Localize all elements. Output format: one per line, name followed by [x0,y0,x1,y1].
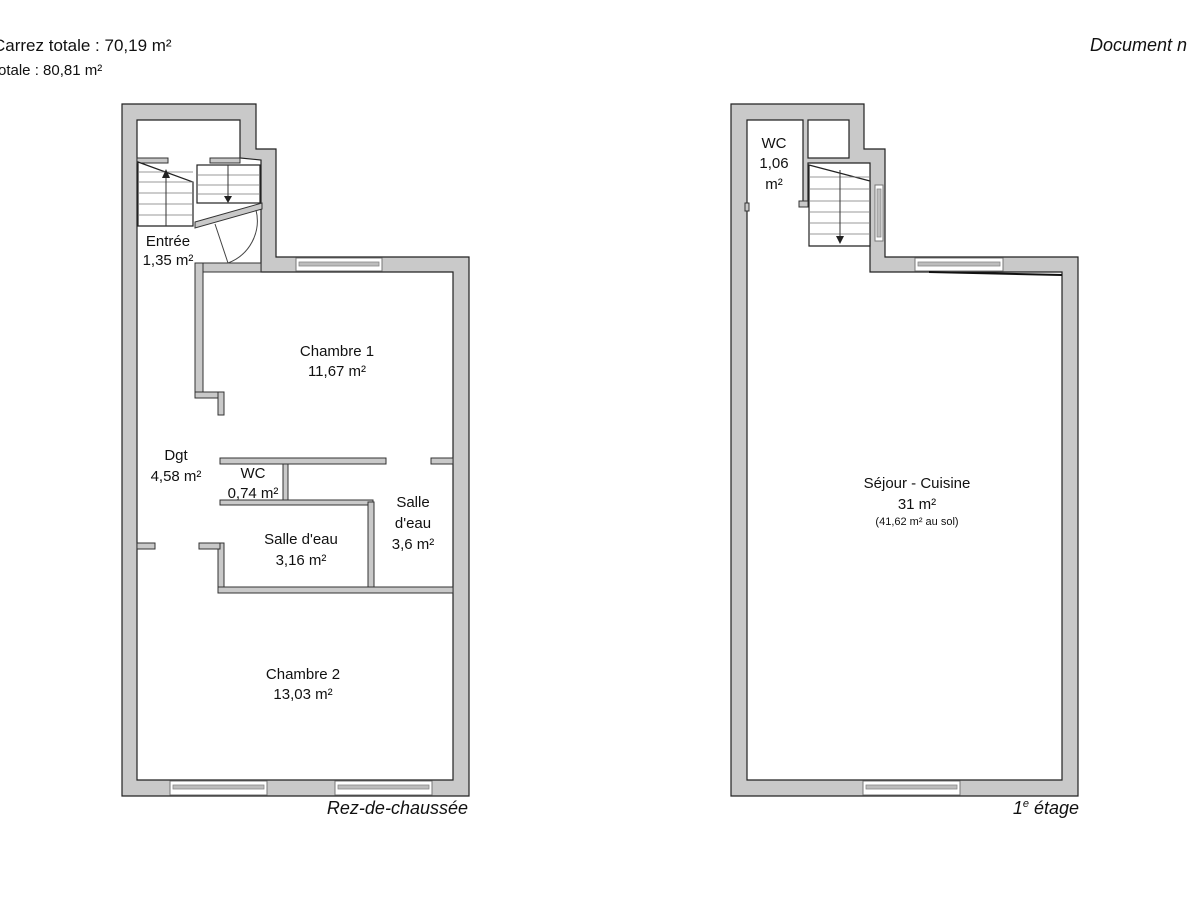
room-area: 0,74 m² [228,485,279,502]
document-note: Document n [1090,35,1187,55]
door-swing-icon [214,209,258,264]
room-area: 4,58 m² [151,468,202,485]
room-area: 13,03 m² [273,686,332,703]
railing [928,271,1063,276]
window-icon [169,257,433,796]
room-name: Chambre 1 [300,343,374,360]
room-area: 31 m² [898,496,936,513]
room-name: Entrée [146,233,190,250]
room-area: 3,16 m² [276,552,327,569]
first-floor-plan: WC 1,06 m² Séjour - Cuisine 31 m² (41,62… [730,103,1079,818]
room-name: Chambre 2 [266,666,340,683]
interior-wall [198,542,221,550]
interior-wall [136,542,156,550]
interior-wall [217,586,454,594]
closet [807,119,850,159]
interior-wall [282,463,289,503]
floor-label-num: 1 [1013,798,1023,818]
room-name: Salle d'eau [264,531,338,548]
carrez-total: Carrez totale : 70,19 m² [0,36,172,55]
wall-stub [744,202,750,212]
wall-stub [136,157,169,164]
ground-floor-plan: Entrée 1,35 m² Chambre 1 11,67 m² Dgt 4,… [121,103,470,818]
floor-label-sup: e [1023,798,1029,810]
room-name: Salle [396,494,429,511]
room-name: Dgt [164,447,188,464]
interior-wall [217,542,225,590]
interior-wall [194,262,204,396]
floor-area [746,119,1063,781]
interior-wall [367,501,375,590]
floor-label: Rez-de-chaussée [327,798,468,818]
room-area-unit: m² [765,176,783,193]
room-area: 11,67 m² [308,363,366,380]
room-name: Séjour - Cuisine [864,475,971,492]
wall-stub [209,157,241,164]
stair-up [137,161,194,227]
wall-stub [798,200,809,208]
interior-wall [217,391,225,416]
interior-wall [194,262,262,273]
interior-wall [219,457,387,465]
room-area: 1,35 m² [143,252,194,269]
floor-label: 1e étage [1013,798,1079,818]
floor-label-rest: étage [1029,798,1079,818]
room-note: (41,62 m² au sol) [875,516,958,528]
room-name: WC [241,465,266,482]
room-name-2: d'eau [395,515,431,532]
total-area: otale : 80,81 m² [0,62,102,79]
window-icon [862,184,1004,796]
stair-down [196,164,261,204]
stair-down [808,164,871,247]
interior-wall [430,457,454,465]
room-name: WC [762,135,787,152]
room-area: 3,6 m² [392,536,435,553]
room-area: 1,06 [759,155,788,172]
entry-door-frame [194,202,263,229]
